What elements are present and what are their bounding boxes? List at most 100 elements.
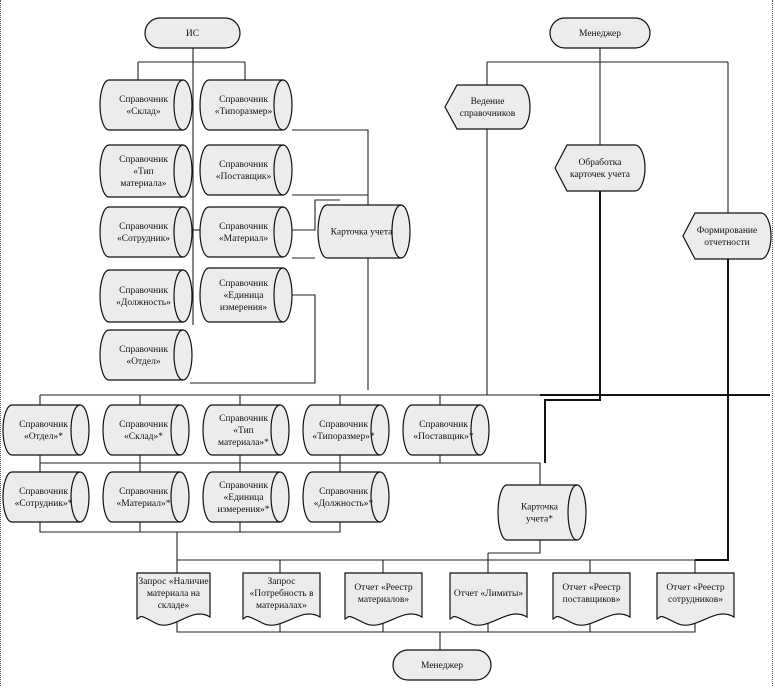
node-label: Справочник«Типоразмер»*: [312, 420, 375, 442]
cylinder-end: [567, 484, 578, 541]
node-label: Справочник«Должность»*: [314, 487, 374, 509]
cylinder-end: [270, 471, 281, 523]
node-label-line: «Должность»: [116, 298, 171, 308]
node-label-line: «Материал»*: [117, 499, 171, 509]
node-label-line: Карточка учета: [331, 228, 393, 238]
connectors: [39, 48, 770, 650]
cylinder-shape: [99, 329, 193, 381]
cylinder-c-tipor: Справочник«Типоразмер»: [199, 79, 293, 131]
connector-line: [292, 199, 340, 231]
node-label-line: «Потребность в: [250, 588, 314, 599]
node-label: Справочник«Материал»: [219, 222, 268, 244]
node-label-line: Отчет «Реестр: [666, 583, 725, 593]
cylinder-shape: [99, 79, 193, 131]
node-label: Отчет «Лимиты»: [454, 589, 523, 599]
connector-line: [40, 462, 541, 485]
cylinder-end: [391, 204, 402, 259]
cylinder-end: [270, 404, 281, 456]
cylinder-c-kart: Карточка учета: [317, 204, 411, 259]
node-label-line: «Типоразмер»: [215, 107, 273, 117]
node-label-line: «Отдел»*: [24, 432, 63, 442]
node-label-line: материала на: [147, 589, 201, 599]
node-label-line: измерения»*: [218, 505, 270, 515]
node-label-line: «Материал»: [219, 234, 268, 244]
cylinder-end: [273, 267, 284, 323]
node-label-line: измерения»: [220, 303, 267, 313]
document-shape: [136, 572, 211, 626]
node-label-line: Справочник: [219, 279, 268, 289]
node-label: Справочник«Должность»: [116, 286, 171, 308]
terminator-shape: [392, 649, 492, 681]
terminator-mgr-bot: Менеджер: [392, 649, 492, 681]
node-label-line: Справочник: [19, 420, 68, 430]
document-shape: [449, 572, 528, 626]
cylinder-end: [470, 404, 481, 456]
node-label-line: Запрос: [268, 577, 296, 587]
node-label-line: складе»: [158, 601, 190, 611]
node-label-line: Обработка: [579, 157, 623, 168]
node-label-line: «Склад»: [126, 107, 160, 117]
cylinder-c-sklad: Справочник«Склад»: [99, 79, 193, 131]
node-label-line: «Сотрудник»: [117, 234, 170, 244]
node-label-line: «Должность»*: [314, 499, 374, 509]
cylinder-end: [170, 404, 181, 456]
node-label-line: отчетности: [704, 238, 749, 248]
node-label: Справочник«Отдел»: [119, 345, 168, 367]
display-shape: [444, 84, 531, 130]
node-label-line: Справочник: [219, 414, 268, 424]
cylinder-end: [170, 471, 181, 523]
cylinder-end: [173, 79, 184, 131]
node-label-line: Ведение: [471, 97, 505, 107]
node-label-line: поставщиков»: [563, 595, 621, 605]
display-shape: [554, 144, 646, 192]
node-label-line: Справочник: [119, 420, 168, 430]
node-label: Справочник «Отдел»*: [19, 420, 68, 442]
cylinder-end: [370, 404, 381, 456]
node-label-line: «Поставщик»: [216, 172, 272, 182]
cylinder-shape: [302, 404, 390, 456]
cylinder-c-post: Справочник «Поставщик»: [199, 144, 293, 196]
node-label-line: «Типоразмер»*: [312, 432, 375, 442]
cylinder-s-sotr: Справочник«Сотрудник»*: [2, 471, 90, 523]
cylinder-s-otdel: Справочник «Отдел»*: [2, 404, 90, 456]
connector-line-main: [695, 259, 729, 561]
node-label-line: «Склад»*: [124, 432, 163, 442]
cylinder-end: [273, 79, 284, 131]
node-label-line: материалов»: [358, 595, 409, 605]
node-label: Справочник«Сотрудник»: [117, 222, 170, 244]
cylinder-s-tipor: Справочник«Типоразмер»*: [302, 404, 390, 456]
connector-line: [292, 129, 369, 205]
document-d-lim: Отчет «Лимиты»: [449, 572, 528, 626]
cylinder-end: [273, 206, 284, 258]
terminator-mgr-top: Менеджер: [549, 17, 651, 49]
node-label-line: «Поставщик»*: [413, 432, 474, 442]
node-label-line: Справочник: [119, 345, 168, 355]
cylinder-c-dolzh: Справочник«Должность»: [99, 269, 193, 323]
display-shape: [682, 212, 772, 260]
cylinder-shape: [2, 404, 90, 456]
cylinder-s-mat: Справочник«Материал»*: [102, 471, 190, 523]
node-label-line: сотрудников»: [668, 595, 723, 605]
terminator-shape: [549, 17, 651, 49]
connector-line: [488, 540, 541, 554]
connector-line: [39, 522, 341, 533]
node-label: Справочник«Склад»: [119, 95, 168, 117]
node-label-line: Справочник: [219, 160, 268, 170]
cylinder-shape: [497, 484, 587, 541]
cylinder-shape: [102, 471, 190, 523]
document-shape: [552, 572, 631, 626]
node-label-line: материала»: [120, 179, 166, 189]
cylinder-shape: [2, 471, 90, 523]
